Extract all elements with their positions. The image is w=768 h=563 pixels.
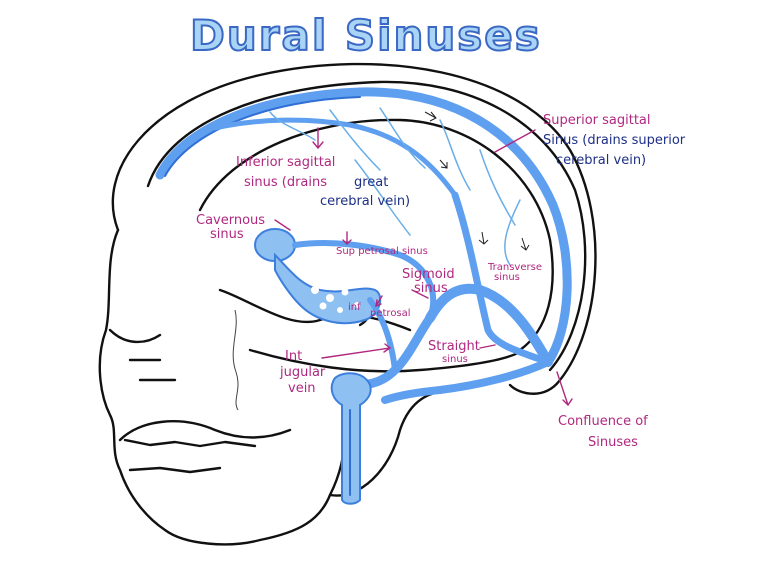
label-cavernous-2: sinus xyxy=(210,227,244,242)
label-cavernous-1: Cavernous xyxy=(196,213,265,228)
label-transverse-2: sinus xyxy=(494,272,520,283)
label-arrows xyxy=(274,127,573,407)
label-int-jugular-3: vein xyxy=(288,381,316,396)
internal-jugular-vein xyxy=(330,372,372,505)
inferior-sagittal-sinus xyxy=(212,117,458,198)
label-superior-sagittal-2: Sinus (drains superior xyxy=(543,133,686,148)
label-transverse-1: Transverse xyxy=(487,262,542,273)
label-superior-sagittal-1: Superior sagittal xyxy=(543,113,651,128)
flow-arrows xyxy=(424,111,530,251)
label-sigmoid-2: sinus xyxy=(414,281,448,296)
label-inferior-sagittal-2: sinus (drains xyxy=(244,175,327,190)
label-int-jugular-2: jugular xyxy=(279,365,326,380)
straight-sinus xyxy=(451,191,552,366)
superior-sagittal-sinus xyxy=(155,87,572,367)
superior-petrosal-sinus xyxy=(292,240,437,321)
label-int-jugular-1: Int xyxy=(285,349,302,364)
diagram-title: Dural Sinuses xyxy=(190,11,542,60)
label-inf-petrosal-1: inf xyxy=(348,302,361,313)
label-superior-sagittal-3: cerebral vein) xyxy=(556,153,646,168)
labels: Superior sagittal Sinus (drains superior… xyxy=(196,113,686,450)
label-sup-petrosal: Sup petrosal sinus xyxy=(336,246,428,257)
label-sigmoid-1: Sigmoid xyxy=(402,267,455,282)
confluence-of-sinuses xyxy=(381,358,552,404)
label-straight-2: sinus xyxy=(442,354,468,365)
cerebral-veins xyxy=(269,107,521,266)
cavernous-sinus xyxy=(254,228,382,325)
label-inferior-sagittal-3: great xyxy=(354,175,388,190)
label-confluence-2: Sinuses xyxy=(588,435,638,450)
label-confluence-1: Confluence of xyxy=(558,414,648,429)
label-straight-1: Straight xyxy=(428,339,480,354)
transverse-sinus xyxy=(425,283,553,367)
label-inf-petrosal-2: petrosal xyxy=(370,308,411,319)
label-inferior-sagittal-1: Inferior sagittal xyxy=(236,155,335,170)
label-inferior-sagittal-4: cerebral vein) xyxy=(320,194,410,209)
inferior-petrosal-sinus xyxy=(367,297,398,373)
